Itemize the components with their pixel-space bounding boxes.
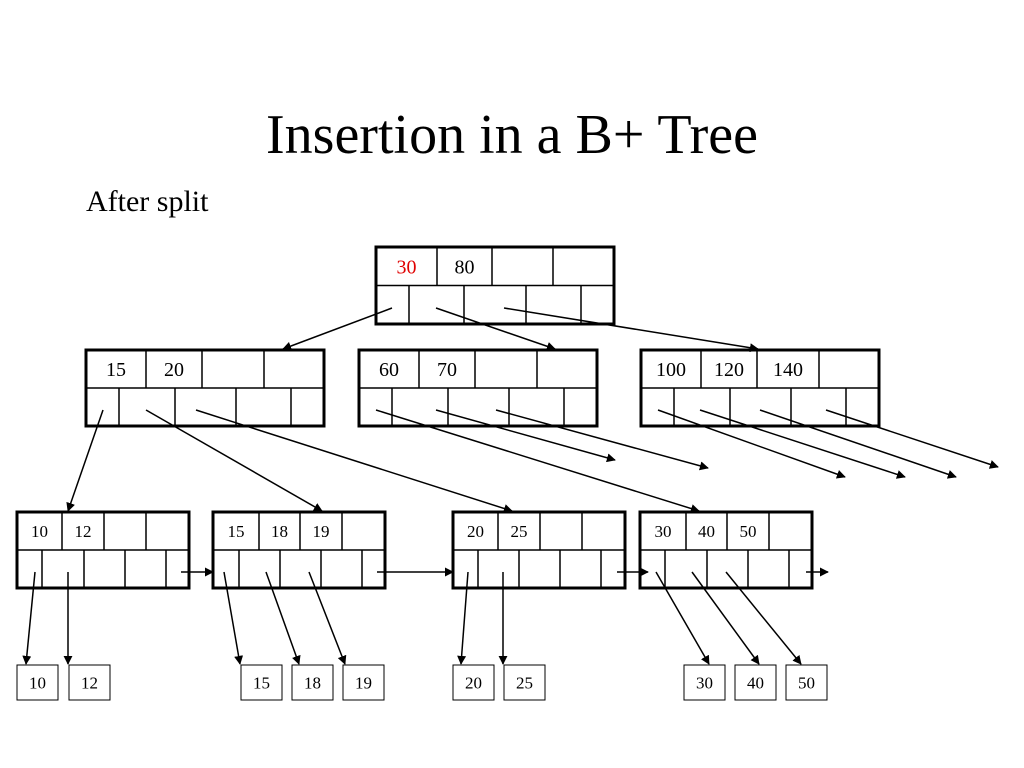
new-key-highlight: 30 [397, 256, 417, 278]
data-record-value: 18 [304, 674, 321, 693]
node-key: 140 [773, 359, 803, 381]
data-record-value: 10 [29, 674, 46, 693]
data-record: 30 [683, 664, 726, 701]
node-key: 20 [164, 359, 184, 381]
leaf-node-2: 15 18 19 [211, 510, 387, 590]
data-record: 18 [291, 664, 334, 701]
node-key: 10 [31, 522, 48, 541]
data-record: 25 [503, 664, 546, 701]
data-record-value: 25 [516, 674, 533, 693]
data-record-box [16, 664, 59, 701]
data-record-value: 40 [747, 674, 764, 693]
slide-title: Insertion in a B+ Tree [266, 104, 758, 166]
internal-pointer-arrow [825, 409, 999, 469]
data-record: 12 [68, 664, 111, 701]
node-key: 19 [313, 522, 330, 541]
node-key: 70 [437, 359, 457, 381]
internal-pointer-arrow [66, 409, 104, 512]
data-record-box [342, 664, 385, 701]
data-record-box [452, 664, 495, 701]
leaf-record-arrow [223, 571, 244, 665]
node-key: 20 [467, 522, 484, 541]
internal-node-2: 60 70 [357, 348, 599, 428]
node-key: 60 [379, 359, 399, 381]
data-record-value: 50 [798, 674, 815, 693]
data-record-value: 15 [253, 674, 270, 693]
node-key: 40 [698, 522, 715, 541]
internal-pointer-arrow [195, 409, 513, 513]
internal-node-3: 100 120 140 [639, 348, 881, 428]
node-key: 50 [740, 522, 757, 541]
root-pointer-arrow [435, 307, 556, 351]
internal-pointer-arrow [657, 409, 846, 479]
root-pointer-arrow [503, 307, 759, 353]
leaf-record-arrow [265, 571, 301, 665]
slide-subtitle: After split [86, 185, 209, 218]
root-node: 30 80 [374, 245, 616, 326]
leaf-record-arrow [725, 571, 802, 665]
node-key: 100 [656, 359, 686, 381]
leaf-record-arrow [655, 571, 710, 665]
node-key: 12 [75, 522, 92, 541]
node-key: 15 [106, 359, 126, 381]
leaf-record-arrow [22, 571, 36, 665]
data-record-box [785, 664, 828, 701]
data-record: 40 [734, 664, 777, 701]
internal-pointer-arrow [435, 409, 616, 463]
leaf-node-4: 30 40 50 [638, 510, 814, 590]
data-record-value: 12 [81, 674, 98, 693]
data-record-box [240, 664, 283, 701]
node-key: 25 [511, 522, 528, 541]
leaf-record-arrow [457, 571, 469, 665]
data-record-box [683, 664, 726, 701]
leaf-record-arrow [691, 571, 760, 665]
internal-pointer-arrow [699, 409, 906, 479]
data-record: 50 [785, 664, 828, 701]
data-record-box [503, 664, 546, 701]
node-key: 80 [455, 256, 475, 278]
data-record-box [734, 664, 777, 701]
internal-pointer-arrow [759, 409, 957, 479]
data-record-value: 30 [696, 674, 713, 693]
data-record: 20 [452, 664, 495, 701]
internal-pointer-arrow [495, 409, 709, 471]
data-record: 19 [342, 664, 385, 701]
leaf-record-arrow [308, 571, 347, 665]
node-key: 120 [714, 359, 744, 381]
data-record-value: 19 [355, 674, 372, 693]
leaf-node-1: 10 12 [15, 510, 191, 590]
data-record: 15 [240, 664, 283, 701]
node-key: 15 [228, 522, 245, 541]
data-record: 10 [16, 664, 59, 701]
root-pointer-arrow [282, 307, 393, 351]
data-record-box [291, 664, 334, 701]
node-key: 18 [271, 522, 288, 541]
data-record-value: 20 [465, 674, 482, 693]
internal-pointer-arrow [375, 409, 700, 513]
internal-pointer-arrow [145, 409, 323, 512]
data-record-box [68, 664, 111, 701]
node-key: 30 [655, 522, 672, 541]
